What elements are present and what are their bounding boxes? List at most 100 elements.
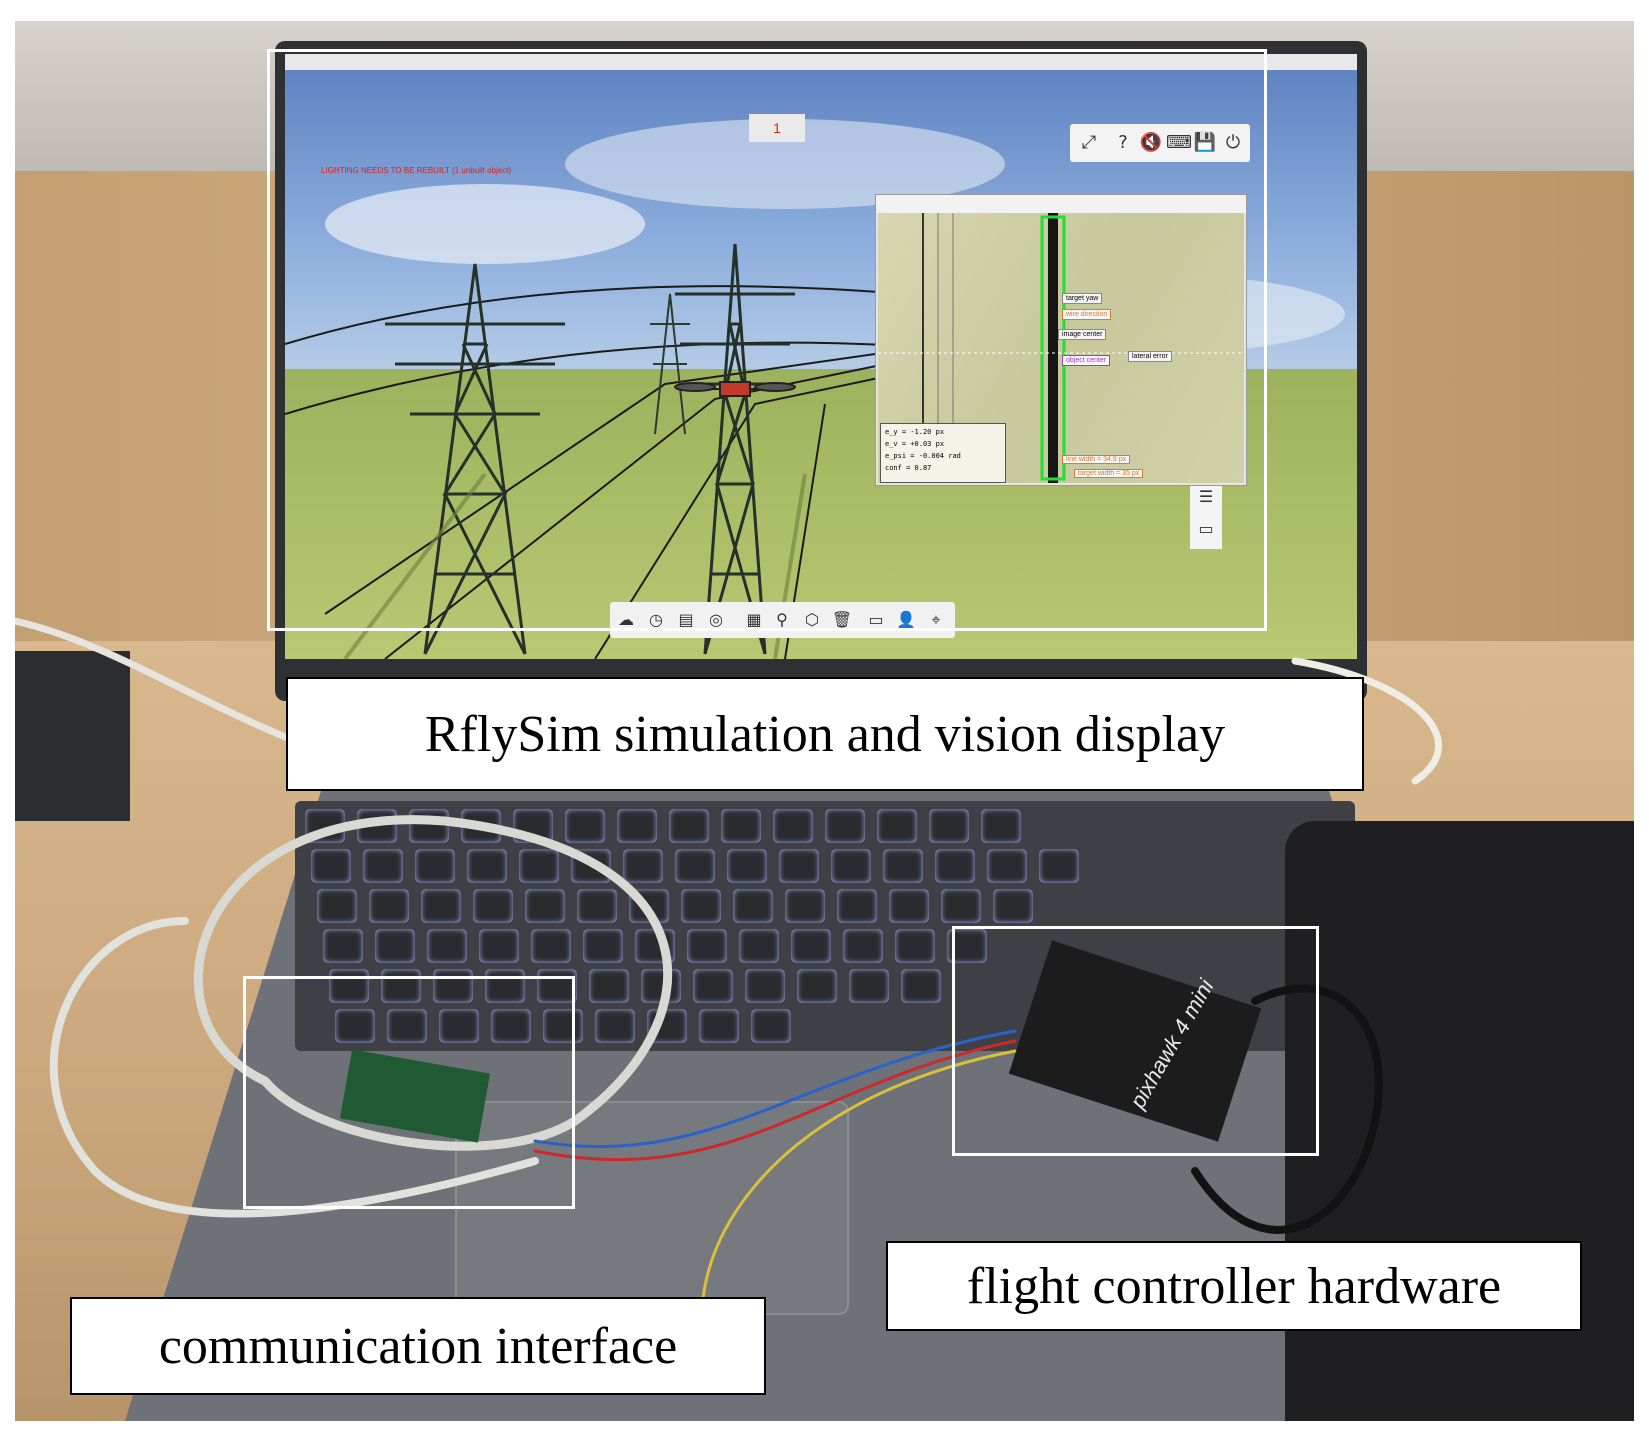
keyboard-key bbox=[779, 849, 819, 883]
keyboard-key bbox=[877, 809, 917, 843]
camera-icon[interactable]: ▭ bbox=[868, 610, 884, 629]
keyboard-key bbox=[439, 1009, 479, 1043]
keyboard-key bbox=[375, 929, 415, 963]
keyboard-key bbox=[467, 849, 507, 883]
keyboard-key bbox=[727, 849, 767, 883]
keyboard-key bbox=[531, 929, 571, 963]
keyboard-key bbox=[525, 889, 565, 923]
target-width-label: target width = 35 px bbox=[1074, 469, 1144, 478]
keyboard-key bbox=[427, 929, 467, 963]
clock-icon[interactable]: ◷ bbox=[649, 610, 663, 629]
keyboard-key bbox=[785, 889, 825, 923]
keyboard-key bbox=[433, 969, 473, 1003]
keyboard-key bbox=[721, 809, 761, 843]
keyboard-key bbox=[317, 889, 357, 923]
save-icon[interactable]: 💾 bbox=[1193, 132, 1217, 153]
trash-icon[interactable]: 🗑 bbox=[831, 610, 853, 629]
keyboard-key bbox=[329, 969, 369, 1003]
keyboard-key bbox=[699, 1009, 739, 1043]
caption-simulation: RflySim simulation and vision display bbox=[286, 677, 1364, 791]
keyboard-key bbox=[311, 849, 351, 883]
highlight-box-screen bbox=[267, 49, 1267, 631]
keyboard-key bbox=[981, 809, 1021, 843]
keyboard-key bbox=[797, 969, 837, 1003]
target-icon[interactable]: ◎ bbox=[709, 610, 723, 629]
keyboard-key bbox=[617, 809, 657, 843]
vision-tag: lateral error bbox=[1128, 351, 1172, 362]
lighting-warning: LIGHTING NEEDS TO BE REBUILT (1 unbuilt … bbox=[321, 166, 512, 175]
line-width-label: line width = 34.9 px bbox=[1062, 455, 1131, 464]
keyboard-key bbox=[519, 849, 559, 883]
screenshot-icon[interactable]: ⌖ bbox=[931, 610, 941, 629]
keyboard-key bbox=[415, 849, 455, 883]
keyboard-key bbox=[843, 929, 883, 963]
window-icon[interactable]: ▭ bbox=[1198, 519, 1214, 538]
keyboard-key bbox=[369, 889, 409, 923]
keyboard-key bbox=[323, 929, 363, 963]
side-panel: ☰ ▭ bbox=[1190, 479, 1222, 549]
keyboard-key bbox=[751, 1009, 791, 1043]
keyboard-key bbox=[565, 809, 605, 843]
keyboard-key bbox=[837, 889, 877, 923]
keyboard-key bbox=[993, 889, 1033, 923]
cables bbox=[15, 617, 1442, 1383]
title-bar bbox=[285, 54, 1357, 70]
keyboard-key bbox=[485, 969, 525, 1003]
keyboard-key bbox=[825, 809, 865, 843]
keyboard-key bbox=[883, 849, 923, 883]
cube-icon[interactable]: ⬡ bbox=[805, 610, 819, 629]
keyboard-key bbox=[335, 1009, 375, 1043]
add-user-icon[interactable]: 👤 bbox=[896, 610, 916, 629]
keyboard-key bbox=[381, 969, 421, 1003]
bottom-toolbar: ☁ ◷ ▤ ◎ ▦ ⚲ ⬡ 🗑 ▭ 👤 ⌖ bbox=[610, 602, 955, 638]
router bbox=[15, 651, 130, 821]
vision-tag: wire direction bbox=[1062, 309, 1112, 320]
keyboard-key bbox=[479, 929, 519, 963]
keyboard-key bbox=[687, 929, 727, 963]
keyboard-key bbox=[491, 1009, 531, 1043]
hud-toolbar: ⤢ ? 🔇 ⌨ 💾 ⏻ bbox=[1070, 124, 1250, 162]
tower-left bbox=[385, 263, 565, 655]
stat-row: conf = 0.87 bbox=[885, 464, 932, 472]
pixhawk-controller bbox=[1008, 940, 1262, 1142]
keyboard-key bbox=[941, 889, 981, 923]
simulation-screen: LIGHTING NEEDS TO BE REBUILT (1 unbuilt … bbox=[285, 54, 1357, 659]
vision-window: target yaw wire direction image center o… bbox=[875, 194, 1247, 486]
keyboard-key bbox=[623, 849, 663, 883]
tower-right bbox=[675, 243, 795, 655]
keyboard-key bbox=[889, 889, 929, 923]
weather-icon[interactable]: ☁ bbox=[618, 610, 634, 629]
pin-icon[interactable]: ⚲ bbox=[776, 610, 788, 629]
list-icon[interactable]: ☰ bbox=[1198, 487, 1214, 506]
keyboard-key bbox=[849, 969, 889, 1003]
drone bbox=[674, 381, 796, 397]
keyboard-key bbox=[739, 929, 779, 963]
highlight-box-interface bbox=[243, 976, 575, 1209]
keyboard-key bbox=[421, 889, 461, 923]
keyboard-key bbox=[895, 929, 935, 963]
keyboard-icon[interactable]: ⌨ bbox=[1166, 132, 1192, 153]
vision-tag: object center bbox=[1062, 355, 1111, 366]
layers-icon[interactable]: ▤ bbox=[678, 610, 694, 629]
power-icon[interactable]: ⏻ bbox=[1225, 132, 1241, 153]
keyboard-key bbox=[1039, 849, 1079, 883]
keyboard-key bbox=[831, 849, 871, 883]
keyboard-key bbox=[935, 849, 975, 883]
vision-window-titlebar bbox=[876, 195, 1246, 213]
caption-flight-controller: flight controller hardware bbox=[886, 1241, 1582, 1331]
highlight-box-controller bbox=[952, 926, 1319, 1156]
keyboard-key bbox=[595, 1009, 635, 1043]
cloud bbox=[565, 119, 1005, 209]
keyboard-key bbox=[745, 969, 785, 1003]
grid-icon[interactable]: ▦ bbox=[746, 610, 762, 629]
keyboard-key bbox=[589, 969, 629, 1003]
keyboard-key bbox=[675, 849, 715, 883]
keyboard-key bbox=[537, 969, 577, 1003]
keyboard-key bbox=[669, 809, 709, 843]
keyboard-key bbox=[583, 929, 623, 963]
help-icon[interactable]: ? bbox=[1118, 132, 1128, 153]
keyboard-key bbox=[733, 889, 773, 923]
mute-icon[interactable]: 🔇 bbox=[1139, 132, 1163, 153]
keyboard-key bbox=[901, 969, 941, 1003]
fullscreen-icon[interactable]: ⤢ bbox=[1081, 132, 1097, 153]
